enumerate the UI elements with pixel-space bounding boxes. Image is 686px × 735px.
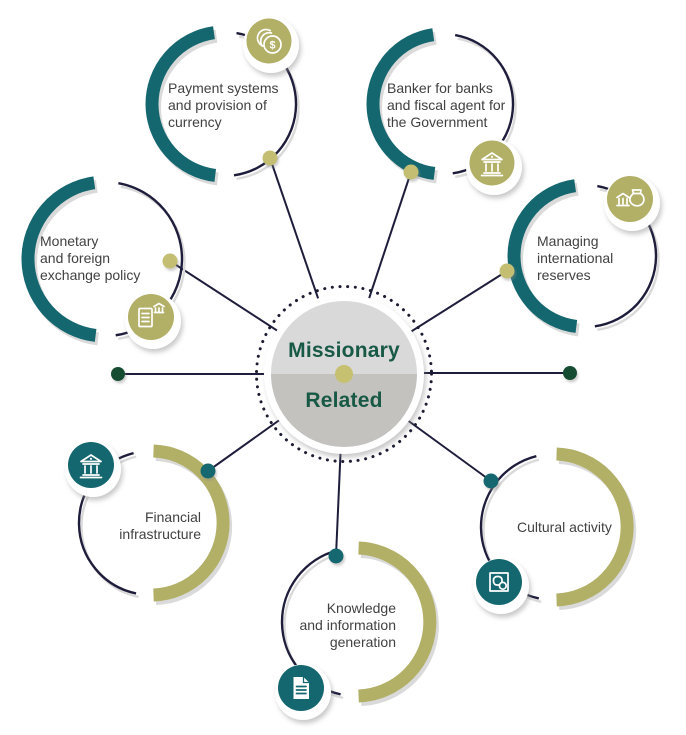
dot-payment-systems bbox=[262, 150, 278, 166]
node-label-banker-for-banks: Banker for banks and fiscal agent for th… bbox=[387, 80, 527, 131]
label-line: and foreign bbox=[40, 250, 111, 266]
coins-icon bbox=[243, 17, 299, 73]
dot-monetary-policy bbox=[162, 253, 178, 269]
node-international-reserves-ring bbox=[507, 179, 660, 337]
artifact-icon bbox=[473, 558, 529, 614]
node-label-monetary-policy: Monetary and foreign exchange policy bbox=[40, 233, 170, 284]
label-line: Managing bbox=[537, 233, 599, 249]
label-line: and fiscal agent for bbox=[387, 97, 506, 113]
policy-scroll-icon bbox=[125, 293, 181, 349]
node-knowledge-generation-ring bbox=[280, 541, 439, 706]
center-label-related: Related bbox=[305, 389, 383, 412]
center-dot bbox=[335, 365, 353, 383]
document-icon bbox=[275, 664, 331, 720]
center-hub bbox=[255, 285, 433, 463]
center-top-half bbox=[271, 301, 417, 374]
bank-icon bbox=[65, 441, 121, 497]
node-monetary-policy-ring bbox=[21, 176, 186, 346]
money-bag-icon bbox=[604, 175, 660, 231]
label-line: Cultural activity bbox=[517, 519, 612, 535]
node-label-knowledge-generation: Knowledge and information generation bbox=[276, 600, 396, 651]
dot-west-end bbox=[111, 367, 125, 381]
dot-knowledge-generation bbox=[328, 548, 344, 564]
connector-dots bbox=[111, 150, 577, 564]
label-line: Financial bbox=[144, 509, 201, 525]
dot-cultural-activity bbox=[483, 473, 499, 489]
dot-international-reserves bbox=[499, 263, 515, 279]
node-label-international-reserves: Managing international reserves bbox=[537, 233, 647, 284]
label-line: Payment systems bbox=[168, 80, 279, 96]
center-dotted-ring bbox=[255, 285, 433, 463]
label-line: Banker for banks bbox=[387, 80, 493, 96]
label-line: Knowledge bbox=[326, 600, 396, 616]
label-line: reserves bbox=[537, 267, 591, 283]
node-label-payment-systems: Payment systems and provision of currenc… bbox=[168, 80, 298, 131]
label-line: and provision of bbox=[168, 97, 267, 113]
dot-financial-infrastructure bbox=[200, 463, 216, 479]
label-line: and information bbox=[299, 617, 396, 633]
label-line: Monetary bbox=[40, 233, 99, 249]
center-label-missionary: Missionary bbox=[288, 339, 400, 362]
label-line: international bbox=[537, 250, 614, 266]
dot-banker-for-banks bbox=[403, 164, 419, 180]
label-line: infrastructure bbox=[119, 526, 201, 542]
bank-icon bbox=[466, 139, 522, 195]
label-line: generation bbox=[329, 634, 396, 650]
label-line: the Government bbox=[387, 114, 488, 130]
center-bottom-half bbox=[271, 374, 417, 447]
dot-east-end bbox=[563, 366, 577, 380]
label-line: exchange policy bbox=[40, 267, 141, 283]
node-label-cultural-activity: Cultural activity bbox=[517, 519, 627, 536]
label-line: currency bbox=[168, 114, 222, 130]
node-label-financial-infrastructure: Financial infrastructure bbox=[91, 509, 201, 543]
